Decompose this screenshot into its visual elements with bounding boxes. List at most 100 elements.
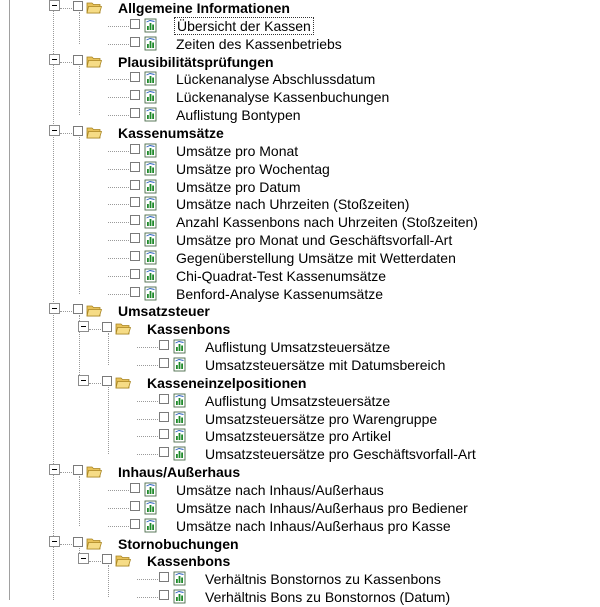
tree-folder-node[interactable]: Allgemeine Informationen <box>0 0 600 17</box>
report-checkbox[interactable] <box>159 393 169 404</box>
folder-checkbox[interactable] <box>73 125 83 136</box>
collapse-toggle-icon[interactable] <box>78 321 89 333</box>
collapse-toggle-icon[interactable] <box>49 535 60 547</box>
tree-report-node[interactable]: Benford-Analyse Kassenumsätze <box>0 285 600 303</box>
tree-report-node[interactable]: Auflistung Umsatzsteuersätze <box>0 392 600 410</box>
collapse-toggle-icon[interactable] <box>49 303 60 315</box>
tree-report-node[interactable]: Lückenanalyse Kassenbuchungen <box>0 88 600 106</box>
collapse-toggle-icon[interactable] <box>78 553 89 565</box>
tree-connector <box>60 8 72 9</box>
report-checkbox[interactable] <box>159 358 169 368</box>
folder-icon <box>115 321 132 336</box>
report-checkbox[interactable] <box>130 143 140 154</box>
tree-report-node[interactable]: Verhältnis Bons zu Bonstornos (Datum) <box>0 588 600 606</box>
tree-report-node[interactable]: Übersicht der Kassen <box>0 16 600 35</box>
tree-report-label: Zeiten des Kassenbetriebs <box>176 35 342 52</box>
tree-connector <box>137 579 158 581</box>
tree-folder-label: Allgemeine Informationen <box>118 0 290 16</box>
tree-connector <box>89 382 101 384</box>
tree-folder-label: Umsatzsteuer <box>118 303 210 320</box>
report-checkbox[interactable] <box>130 179 140 190</box>
folder-checkbox[interactable] <box>73 304 83 315</box>
report-checkbox[interactable] <box>130 518 140 529</box>
report-checkbox[interactable] <box>159 429 169 440</box>
tree-folder-node[interactable]: Kassenbons <box>0 552 600 570</box>
collapse-toggle-icon[interactable] <box>49 124 60 136</box>
report-chart-icon <box>172 339 188 354</box>
tree-folder-node[interactable]: Stornobuchungen <box>0 535 600 553</box>
tree-report-node[interactable]: Auflistung Umsatzsteuersätze <box>0 338 600 356</box>
tree-report-node[interactable]: Umsatzsteuersätze pro Artikel <box>0 427 600 445</box>
tree-connector <box>60 472 72 474</box>
tree-report-node[interactable]: Umsätze pro Monat <box>0 142 600 160</box>
report-checkbox[interactable] <box>159 572 169 583</box>
report-checkbox[interactable] <box>159 340 169 351</box>
report-chart-icon <box>143 518 159 533</box>
tree-folder-node[interactable]: Kassenbons <box>0 320 600 338</box>
report-checkbox[interactable] <box>130 482 140 493</box>
report-checkbox[interactable] <box>159 447 169 458</box>
tree-report-node[interactable]: Umsätze nach Inhaus/Außerhaus pro Bedien… <box>0 499 600 517</box>
collapse-toggle-icon[interactable] <box>78 374 89 386</box>
report-checkbox[interactable] <box>130 286 140 297</box>
tree-report-node[interactable]: Umsätze nach Inhaus/Außerhaus pro Kasse <box>0 517 600 535</box>
report-checkbox[interactable] <box>130 233 140 244</box>
tree-folder-node[interactable]: Kassenumsätze <box>0 124 600 142</box>
report-chart-icon <box>172 571 188 586</box>
tree-report-node[interactable]: Auflistung Bontypen <box>0 106 600 124</box>
tree-report-node[interactable]: Gegenüberstellung Umsätze mit Wetterdate… <box>0 249 600 267</box>
collapse-toggle-icon[interactable] <box>49 53 60 65</box>
report-chart-icon <box>172 428 188 443</box>
report-checkbox[interactable] <box>130 161 140 172</box>
folder-checkbox[interactable] <box>102 375 112 386</box>
collapse-toggle-icon[interactable] <box>49 0 60 11</box>
tree-report-label: Auflistung Bontypen <box>176 107 301 124</box>
folder-icon <box>86 303 103 318</box>
tree-guide-line <box>108 333 109 365</box>
tree-report-node[interactable]: Umsätze pro Wochentag <box>0 160 600 178</box>
tree-report-node[interactable]: Umsätze pro Monat und Geschäftsvorfall-A… <box>0 231 600 249</box>
tree-folder-node[interactable]: Inhaus/Außerhaus <box>0 463 600 481</box>
tree-report-node[interactable]: Lückenanalyse Abschlussdatum <box>0 70 600 88</box>
report-checkbox[interactable] <box>130 90 140 101</box>
report-checkbox[interactable] <box>130 36 140 47</box>
tree-report-label: Lückenanalyse Kassenbuchungen <box>176 89 390 106</box>
folder-icon <box>86 536 103 551</box>
tree-report-node[interactable]: Umsatzsteuersätze pro Geschäftsvorfall-A… <box>0 445 600 463</box>
tree-folder-node[interactable]: Kasseneinzelpositionen <box>0 374 600 392</box>
report-checkbox[interactable] <box>130 215 140 226</box>
report-chart-icon <box>143 196 159 211</box>
folder-checkbox[interactable] <box>73 1 83 11</box>
folder-checkbox[interactable] <box>73 54 83 65</box>
report-chart-icon <box>143 179 159 194</box>
report-checkbox[interactable] <box>159 411 169 422</box>
report-checkbox[interactable] <box>130 250 140 261</box>
report-checkbox[interactable] <box>130 268 140 279</box>
tree-report-node[interactable]: Umsätze nach Inhaus/Außerhaus <box>0 481 600 499</box>
report-chart-icon <box>143 232 159 247</box>
folder-checkbox[interactable] <box>73 465 83 476</box>
report-checkbox[interactable] <box>130 500 140 511</box>
tree-folder-node[interactable]: Plausibilitätsprüfungen <box>0 53 600 71</box>
tree-report-node[interactable]: Umsätze nach Uhrzeiten (Stoßzeiten) <box>0 195 600 213</box>
tree-report-node[interactable]: Umsatzsteuersätze mit Datumsbereich <box>0 356 600 374</box>
report-checkbox[interactable] <box>159 590 169 601</box>
report-checkbox[interactable] <box>130 197 140 208</box>
folder-checkbox[interactable] <box>102 322 112 333</box>
report-checkbox[interactable] <box>130 108 140 119</box>
tree-report-node[interactable]: Umsatzsteuersätze pro Warengruppe <box>0 410 600 428</box>
tree-report-node[interactable]: Umsätze pro Datum <box>0 178 600 196</box>
collapse-toggle-icon[interactable] <box>49 464 60 476</box>
folder-checkbox[interactable] <box>73 536 83 547</box>
tree-report-node[interactable]: Verhältnis Bonstornos zu Kassenbons <box>0 570 600 588</box>
tree-folder-node[interactable]: Umsatzsteuer <box>0 302 600 320</box>
folder-checkbox[interactable] <box>102 554 112 565</box>
folder-icon <box>115 553 132 568</box>
tree-report-node[interactable]: Anzahl Kassenbons nach Uhrzeiten (Stoßze… <box>0 213 600 231</box>
tree-report-node[interactable]: Chi-Quadrat-Test Kassenumsätze <box>0 267 600 285</box>
tree-report-node[interactable]: Zeiten des Kassenbetriebs <box>0 35 600 53</box>
tree-guide-line <box>79 476 80 526</box>
tree-report-label: Umsätze nach Inhaus/Außerhaus pro Kasse <box>176 517 451 534</box>
report-checkbox[interactable] <box>130 18 140 29</box>
report-checkbox[interactable] <box>130 72 140 83</box>
